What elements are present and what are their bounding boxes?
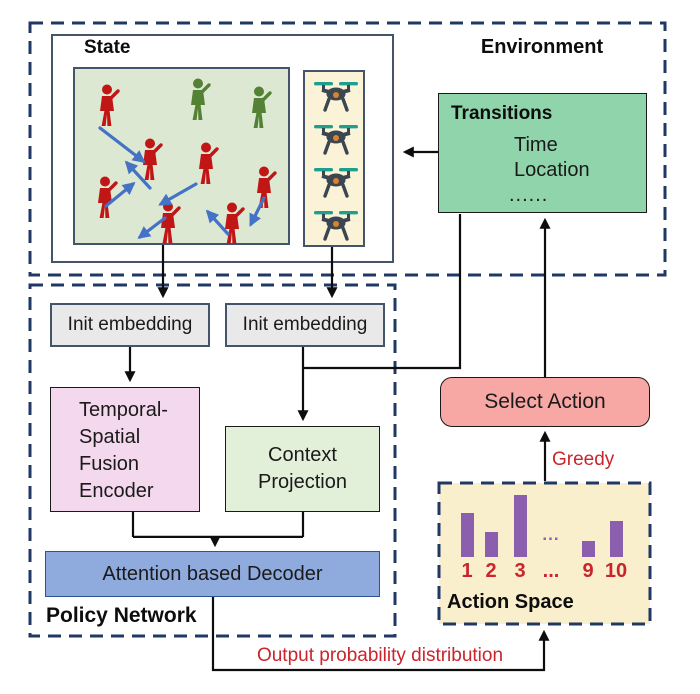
drone-icon xyxy=(313,161,359,201)
transitions-item-location: Location xyxy=(514,159,590,181)
red-user-icon xyxy=(253,166,279,210)
red-user-icon xyxy=(94,176,120,220)
transitions-title: Transitions xyxy=(451,103,553,124)
action-label-3: 3 xyxy=(514,560,526,582)
action-label-...: ... xyxy=(542,560,560,582)
green-user-icon xyxy=(187,78,213,122)
transitions-item-time: Time xyxy=(514,134,558,156)
red-user-icon xyxy=(221,202,247,246)
encoder-line-4: Encoder xyxy=(79,480,154,502)
state-label: State xyxy=(84,37,131,58)
red-user-icon xyxy=(139,138,165,182)
init-embedding-left: Init embedding xyxy=(50,303,210,347)
drones-panel xyxy=(303,70,365,247)
drone-icon xyxy=(313,75,359,115)
action-bar-2 xyxy=(484,532,498,557)
action-bar-10 xyxy=(609,521,623,557)
red-user-icon xyxy=(96,84,122,128)
greedy-label: Greedy xyxy=(552,449,615,470)
environment-label: Environment xyxy=(480,36,604,58)
output-distribution-label: Output probability distribution xyxy=(256,645,504,666)
init-embedding-right: Init embedding xyxy=(225,303,385,347)
action-space-label: Action Space xyxy=(447,591,574,613)
context-projection-box: Context Projection xyxy=(225,426,380,512)
transitions-box: Transitions Time Location ...... xyxy=(438,93,647,213)
attention-decoder-box: Attention based Decoder xyxy=(45,551,380,597)
action-bars-ellipsis: ... xyxy=(542,525,560,544)
action-bar-9 xyxy=(581,541,595,557)
action-bar-1 xyxy=(460,513,474,557)
encoder-line-1: Temporal- xyxy=(79,399,168,421)
encoder-line-2: Spatial xyxy=(79,426,141,448)
red-user-icon xyxy=(157,201,183,245)
transitions-item-ellipsis: ...... xyxy=(509,184,549,206)
action-bar-3 xyxy=(513,495,527,557)
red-user-icon xyxy=(195,142,221,186)
temporal-spatial-fusion-encoder-box: Temporal- Spatial Fusion Encoder xyxy=(50,387,200,512)
users-panel xyxy=(73,67,290,245)
policy-network-label: Policy Network xyxy=(46,604,197,627)
drone-icon xyxy=(313,204,359,244)
green-user-icon xyxy=(248,86,274,130)
action-label-10: 10 xyxy=(604,560,628,582)
select-action-box: Select Action xyxy=(440,377,650,427)
drone-icon xyxy=(313,118,359,158)
encoder-line-3: Fusion xyxy=(79,453,140,475)
